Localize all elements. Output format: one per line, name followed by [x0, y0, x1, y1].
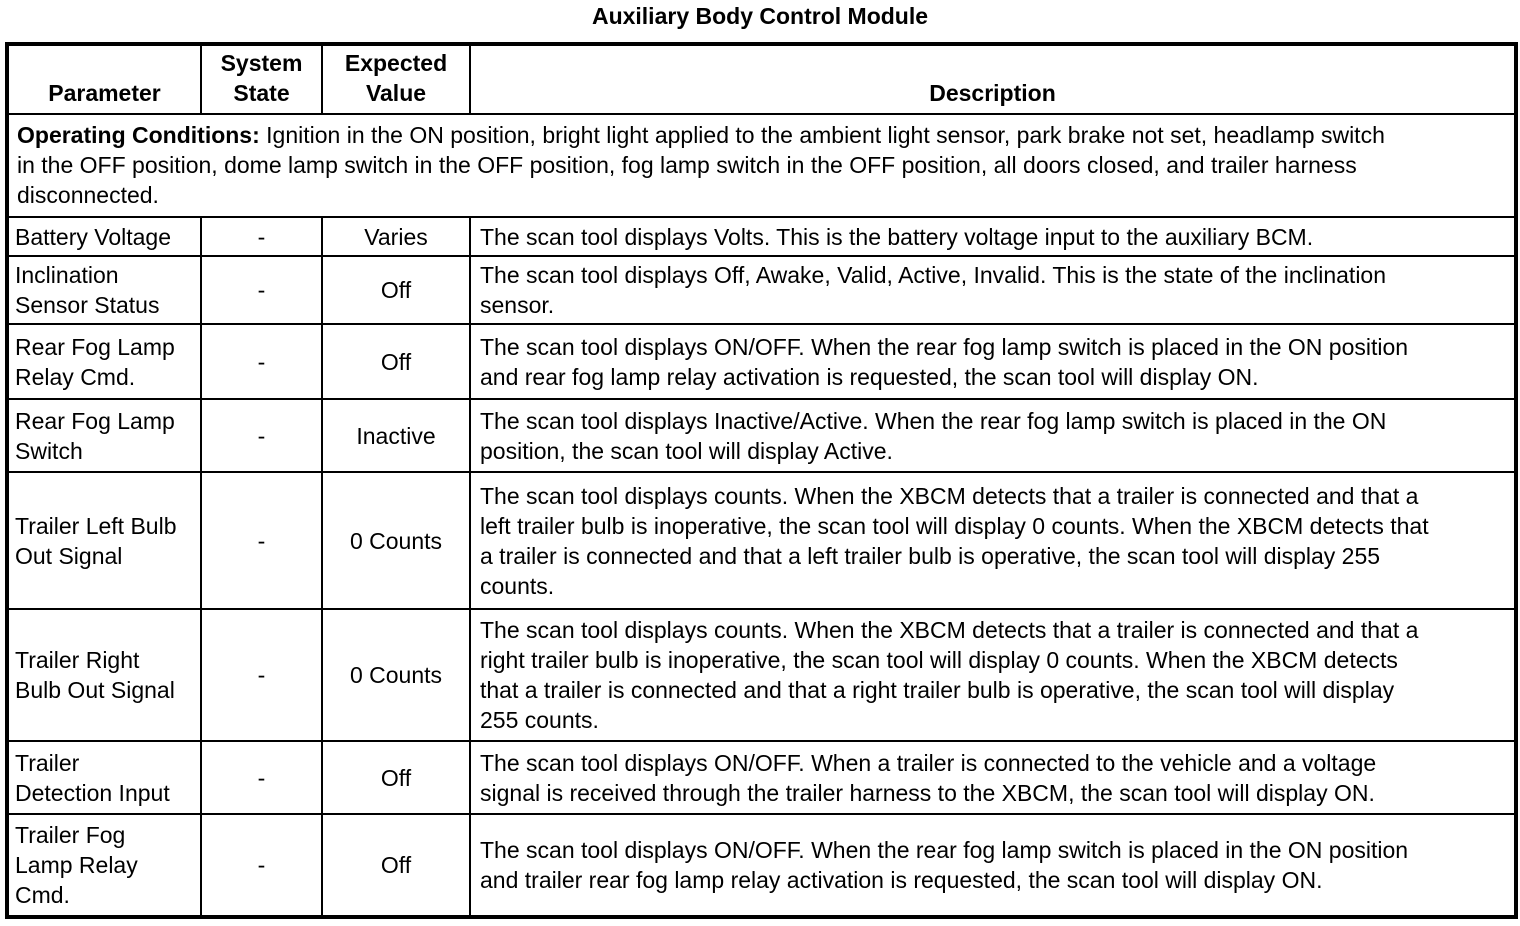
param-cell: Inclination Sensor Status: [6, 255, 202, 325]
operating-conditions-row: Operating Conditions: Ignition in the ON…: [6, 113, 1517, 218]
table-row: Battery Voltage - Varies The scan tool d…: [6, 216, 1517, 257]
description-cell: The scan tool displays ON/OFF. When the …: [469, 323, 1517, 400]
table-row: Trailer Left Bulb Out Signal - 0 Counts …: [6, 471, 1517, 610]
expected-value-cell: Inactive: [321, 398, 471, 473]
expected-value-cell: 0 Counts: [321, 471, 471, 610]
description-cell: The scan tool displays ON/OFF. When a tr…: [469, 740, 1517, 815]
param-cell: Trailer Fog Lamp Relay Cmd.: [6, 813, 202, 918]
param-cell: Rear Fog Lamp Switch: [6, 398, 202, 473]
table-row: Rear Fog Lamp Switch - Inactive The scan…: [6, 398, 1517, 473]
expected-value-cell: Off: [321, 255, 471, 325]
operating-conditions-label: Operating Conditions:: [17, 122, 260, 148]
description-cell: The scan tool displays counts. When the …: [469, 608, 1517, 742]
table-row: Rear Fog Lamp Relay Cmd. - Off The scan …: [6, 323, 1517, 400]
table-row: Trailer Fog Lamp Relay Cmd. - Off The sc…: [6, 813, 1517, 918]
param-cell: Rear Fog Lamp Relay Cmd.: [6, 323, 202, 400]
param-cell: Trailer Left Bulb Out Signal: [6, 471, 202, 610]
description-cell: The scan tool displays counts. When the …: [469, 471, 1517, 610]
system-state-cell: -: [200, 813, 323, 918]
operating-conditions-cell: Operating Conditions: Ignition in the ON…: [6, 113, 1517, 218]
description-cell: The scan tool displays Inactive/Active. …: [469, 398, 1517, 473]
column-header-description: Description: [469, 43, 1517, 115]
system-state-cell: -: [200, 608, 323, 742]
column-header-system-state: System State: [200, 43, 323, 115]
param-cell: Battery Voltage: [6, 216, 202, 257]
operating-conditions-text: Ignition in the ON position, bright ligh…: [17, 122, 1385, 208]
page-title: Auxiliary Body Control Module: [591, 3, 929, 29]
expected-value-cell: Varies: [321, 216, 471, 257]
expected-value-cell: Off: [321, 813, 471, 918]
column-header-expected-value: Expected Value: [321, 43, 471, 115]
system-state-cell: -: [200, 398, 323, 473]
expected-value-cell: 0 Counts: [321, 608, 471, 742]
system-state-cell: -: [200, 471, 323, 610]
param-cell: Trailer Detection Input: [6, 740, 202, 815]
table-row: Trailer Right Bulb Out Signal - 0 Counts…: [6, 608, 1517, 742]
description-cell: The scan tool displays Off, Awake, Valid…: [469, 255, 1517, 325]
expected-value-cell: Off: [321, 740, 471, 815]
description-cell: The scan tool displays Volts. This is th…: [469, 216, 1517, 257]
expected-value-cell: Off: [321, 323, 471, 400]
system-state-cell: -: [200, 740, 323, 815]
table-header-row: Parameter System State Expected Value De…: [6, 43, 1517, 115]
system-state-cell: -: [200, 255, 323, 325]
param-cell: Trailer Right Bulb Out Signal: [6, 608, 202, 742]
description-cell: The scan tool displays ON/OFF. When the …: [469, 813, 1517, 918]
table-row: Trailer Detection Input - Off The scan t…: [6, 740, 1517, 815]
parameter-table: Parameter System State Expected Value De…: [5, 42, 1518, 919]
table-row: Inclination Sensor Status - Off The scan…: [6, 255, 1517, 325]
column-header-parameter: Parameter: [6, 43, 202, 115]
system-state-cell: -: [200, 323, 323, 400]
system-state-cell: -: [200, 216, 323, 257]
